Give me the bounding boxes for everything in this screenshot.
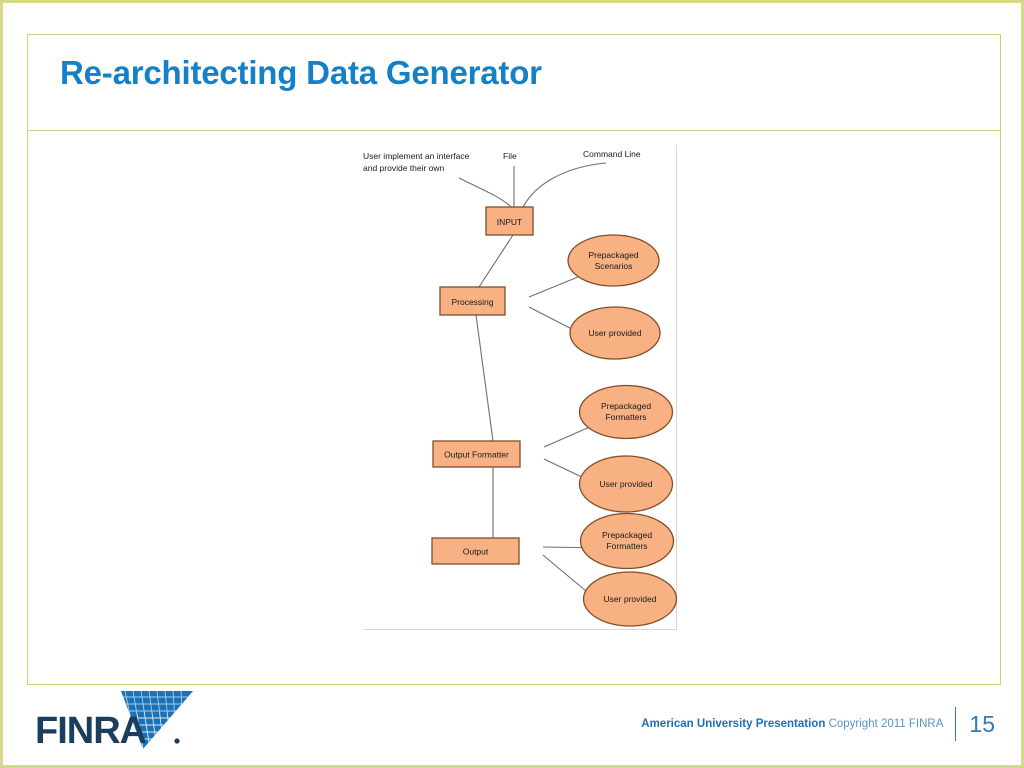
node-processing-prepackaged-scenarios[interactable]: Prepackaged Scenarios: [567, 234, 660, 287]
finra-wing-icon: [121, 691, 193, 749]
diagram-ellipses: Prepackaged Scenarios User provided Prep…: [567, 234, 677, 627]
node-input-shape[interactable]: [485, 206, 534, 236]
slide-footer: FINRA American University Presentation C…: [3, 685, 1021, 765]
footer-credit-bold: American University Presentation: [641, 718, 826, 730]
node-output-prepackaged-formatters-line1: Prepackaged: [602, 530, 652, 540]
diagram-canvas: User implement an interface and provide …: [363, 149, 677, 627]
node-processing-prepackaged-scenarios-line2: Scenarios: [595, 261, 633, 271]
node-output-prepackaged-formatters[interactable]: Prepackaged Formatters: [579, 512, 675, 570]
node-output-user-provided-line1: User provided: [604, 594, 657, 604]
annotation-user-interface-line1: User implement an interface: [363, 151, 470, 161]
footer-credit: American University Presentation Copyrig…: [641, 718, 955, 730]
connector-command-line-to-input: [522, 162, 607, 208]
annotation-file: File: [503, 151, 517, 161]
node-processing-prepackaged-scenarios-shape[interactable]: [567, 234, 660, 287]
node-formatter-prepackaged-formatters-shape[interactable]: [578, 384, 674, 440]
node-formatter-prepackaged-formatters-line1: Prepackaged: [601, 401, 651, 411]
page-title: Re-architecting Data Generator: [60, 54, 542, 91]
page-number: 15: [969, 710, 995, 737]
node-processing-user-provided-line1: User provided: [589, 328, 642, 338]
node-output-formatter[interactable]: Output Formatter: [432, 440, 521, 468]
annotation-user-interface-line2: and provide their own: [363, 163, 445, 173]
slide-content-panel: Re-architecting Data Generator: [27, 34, 1001, 685]
footer-credit-light: Copyright 2011 FINRA: [828, 718, 944, 730]
footer-credit-group: American University Presentation Copyrig…: [641, 707, 995, 741]
node-formatter-user-provided-shape[interactable]: [578, 455, 674, 513]
node-output-formatter-label: Output Formatter: [444, 450, 509, 460]
node-processing-user-provided[interactable]: User provided: [569, 306, 661, 360]
node-output[interactable]: Output: [431, 537, 520, 565]
node-output-shape[interactable]: [431, 537, 520, 565]
connector-processing-to-output-formatter: [475, 314, 494, 442]
finra-registered-dot: [174, 738, 180, 744]
node-output-user-provided-shape[interactable]: [582, 571, 677, 627]
node-input-label: INPUT: [497, 217, 523, 227]
node-output-user-provided[interactable]: User provided: [582, 571, 677, 627]
annotation-command-line: Command Line: [583, 149, 641, 159]
node-output-prepackaged-formatters-shape[interactable]: [579, 512, 675, 570]
node-processing-label: Processing: [451, 297, 493, 307]
node-formatter-prepackaged-formatters[interactable]: Prepackaged Formatters: [578, 384, 674, 440]
node-formatter-user-provided[interactable]: User provided: [578, 455, 674, 513]
finra-logo-svg: FINRA: [35, 691, 193, 752]
node-output-formatter-shape[interactable]: [432, 440, 521, 468]
node-processing-prepackaged-scenarios-line1: Prepackaged: [588, 250, 638, 260]
title-bar: Re-architecting Data Generator: [28, 35, 1000, 131]
finra-logo: FINRA: [25, 685, 210, 765]
node-processing-shape[interactable]: [439, 286, 506, 316]
connector-lines: [458, 162, 612, 613]
connector-user-interface-to-input: [458, 177, 512, 208]
node-output-prepackaged-formatters-line2: Formatters: [606, 541, 647, 551]
node-processing-user-provided-shape[interactable]: [569, 306, 661, 360]
architecture-diagram: User implement an interface and provide …: [363, 145, 677, 630]
node-formatter-prepackaged-formatters-line2: Formatters: [605, 412, 646, 422]
footer-divider: [955, 707, 957, 741]
node-input[interactable]: INPUT: [485, 206, 534, 236]
finra-wordmark: FINRA: [35, 710, 147, 752]
node-output-label: Output: [463, 547, 489, 557]
node-processing[interactable]: Processing: [439, 286, 506, 316]
diagram-boxes: INPUT Processing Output Formatter Output: [431, 206, 534, 565]
diagram-annotations: User implement an interface and provide …: [363, 149, 641, 173]
node-formatter-user-provided-line1: User provided: [600, 479, 653, 489]
connector-input-to-processing: [478, 234, 514, 288]
